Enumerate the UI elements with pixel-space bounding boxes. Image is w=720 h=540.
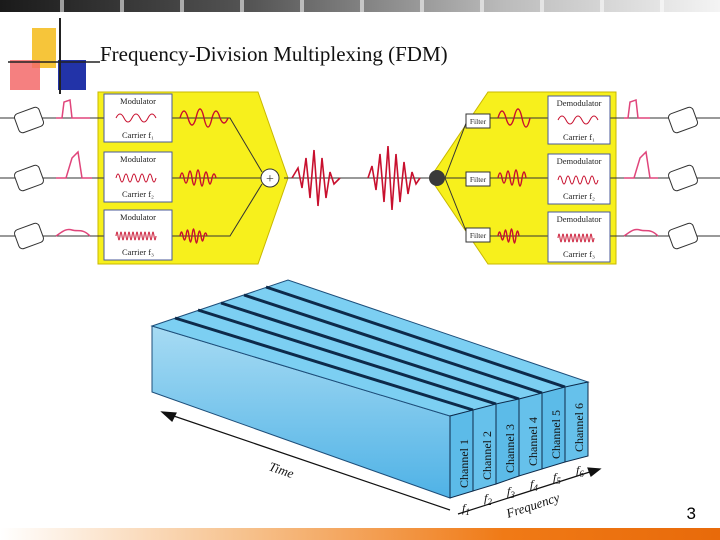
top-gradient-bar [0, 0, 720, 12]
time-axis-line [161, 411, 451, 511]
frequency-axis-arrow [587, 467, 602, 477]
channel-label: Channel 5 [549, 410, 563, 459]
filter-label: Filter [470, 175, 487, 184]
demux-node [429, 170, 445, 186]
bottom-gradient-bar [0, 528, 720, 540]
demodulator-label: Demodulator [557, 214, 602, 224]
modulated-signal-1 [179, 108, 229, 128]
channel-label: Channel 1 [457, 439, 471, 488]
corner-decoration [8, 18, 100, 94]
baseband-signal [56, 150, 92, 179]
channel-label: Channel 6 [572, 403, 586, 452]
modulator-box-2 [103, 151, 173, 203]
slide-title: Frequency-Division Multiplexing (FDM) [100, 42, 448, 66]
modulator-carrier: Carrier f₂ [122, 189, 154, 199]
frequency-axis-line [457, 469, 597, 515]
baseband-signal [624, 150, 658, 179]
frequency-label-2: f2 [484, 491, 492, 507]
demodulator-carrier: Carrier f₂ [563, 191, 595, 201]
filter-box-1 [465, 113, 491, 129]
time-axis-arrow [160, 411, 177, 422]
fdm-block-diagram: + [0, 91, 720, 265]
adder-symbol: + [266, 172, 274, 187]
modulator-label: Modulator [120, 212, 156, 222]
channel-label: Channel 3 [503, 424, 517, 473]
modulated-signal-2 [179, 169, 217, 187]
composite-signal [291, 145, 421, 211]
demodulator-label: Demodulator [557, 156, 602, 166]
time-axis-label: Time [267, 459, 296, 481]
channel-end-face [449, 381, 589, 499]
baseband-signal [623, 228, 659, 237]
demodulator-label: Demodulator [557, 98, 602, 108]
frequency-label-1: f1 [462, 501, 470, 517]
modulator-box-1 [103, 93, 173, 143]
fdm-channel-diagram: Channel 1 Channel 2 Channel 3 Channel 4 … [150, 279, 602, 521]
channel-label: Channel 4 [526, 417, 540, 466]
frequency-label-3: f3 [507, 484, 515, 500]
filter-box-3 [465, 227, 491, 243]
telephone-icon [13, 106, 45, 250]
channel-label: Channel 2 [480, 431, 494, 480]
filter-box-2 [465, 171, 491, 187]
modulator-carrier: Carrier f₃ [122, 247, 154, 257]
modulated-signal-3 [179, 228, 208, 244]
telephone-icon [667, 106, 699, 250]
baseband-signal [624, 98, 650, 119]
frequency-label-5: f5 [553, 470, 561, 486]
modulator-label: Modulator [120, 96, 156, 106]
baseband-signal [56, 98, 90, 119]
filtered-signal-3 [497, 228, 520, 244]
frequency-label-4: f4 [530, 477, 538, 493]
demodulator-carrier: Carrier f₁ [563, 132, 595, 142]
filter-label: Filter [470, 231, 487, 240]
filter-label: Filter [470, 117, 487, 126]
page-number: 3 [686, 504, 696, 523]
filtered-signal-1 [497, 108, 531, 128]
modulator-label: Modulator [120, 154, 156, 164]
filtered-signal-2 [497, 169, 527, 187]
baseband-signal [55, 228, 91, 237]
modulator-carrier: Carrier f₁ [122, 130, 154, 140]
demodulator-carrier: Carrier f₃ [563, 249, 595, 259]
